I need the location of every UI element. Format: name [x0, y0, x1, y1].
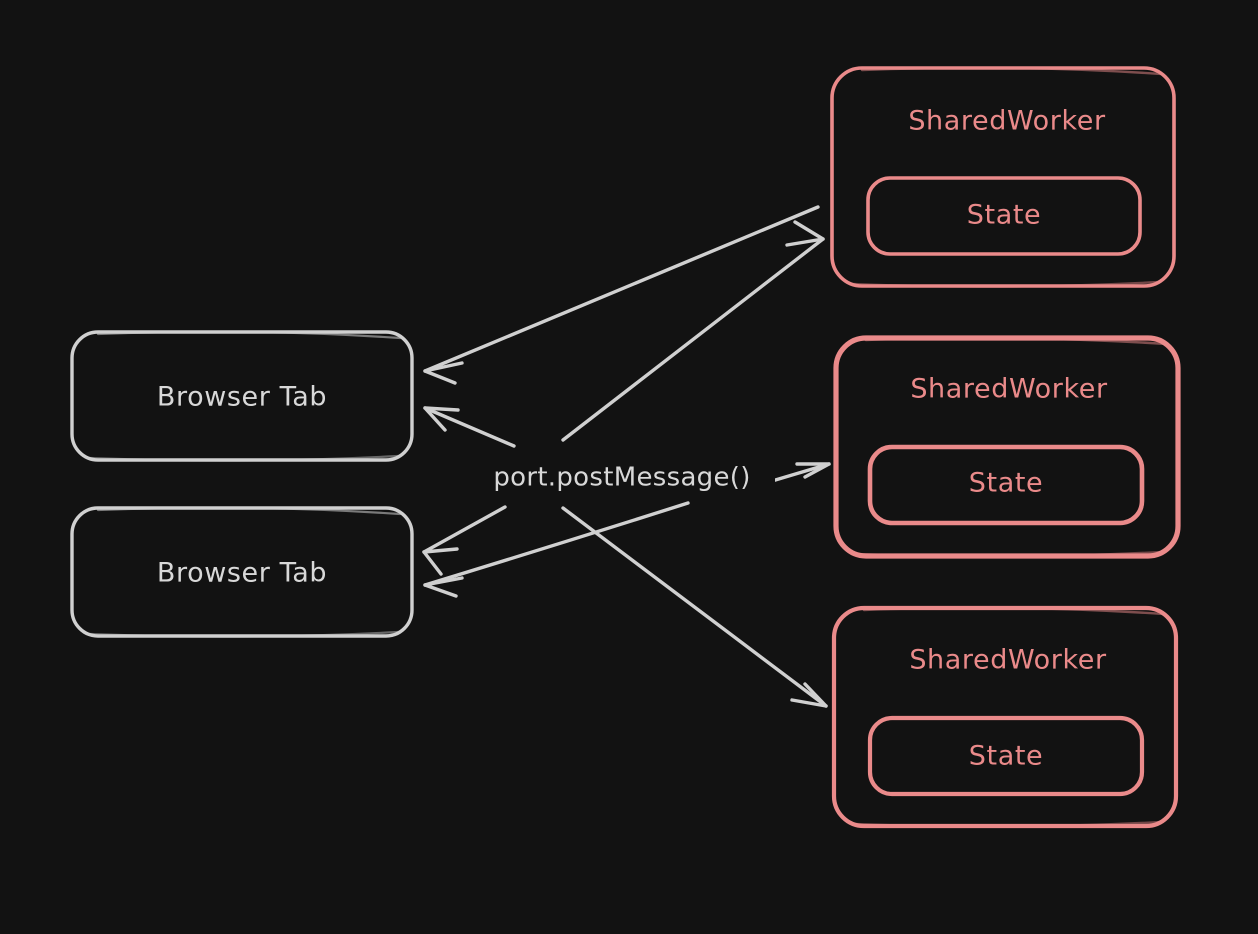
edge-label-to-tab2 [422, 505, 507, 576]
edge-tab1-to-worker1 [561, 220, 825, 442]
edge-label-to-tab1 [423, 406, 516, 448]
arrow-head-icon [423, 406, 460, 432]
sharedworker-2-state-box[interactable] [867, 444, 1145, 526]
browser-tab-1-sketch-understroke [88, 454, 400, 462]
arrow-head-icon [422, 547, 459, 576]
browser-tab-1-sketch-overstroke [96, 330, 402, 340]
sharedworker-1-sketch-understroke [850, 280, 1162, 288]
port-postmessage-label: port.postMessage() [493, 463, 750, 493]
sharedworker-2[interactable]: SharedWorker State [833, 335, 1181, 559]
edge-line [423, 406, 516, 448]
browser-tab-1-label: Browser Tab [157, 382, 327, 413]
sharedworker-3-state-box[interactable] [867, 715, 1145, 797]
sharedworker-1-label: SharedWorker [908, 106, 1106, 137]
sharedworker-3-label: SharedWorker [909, 645, 1107, 676]
sharedworker-1-state-box[interactable] [866, 176, 1142, 256]
edge-worker-to-tab2 [423, 501, 690, 598]
edge-label-to-worker2 [770, 462, 831, 483]
edge-line [770, 462, 831, 483]
edge-line [561, 237, 825, 442]
browser-tab-2[interactable]: Browser Tab [70, 506, 414, 638]
sharedworker-1-state-label: State [967, 200, 1041, 231]
arrow-head-icon [790, 682, 828, 708]
edge-line [561, 506, 828, 708]
edge-line [423, 205, 820, 373]
edge-line [423, 501, 690, 587]
sharedworker-3-sketch-overstroke [862, 606, 1166, 616]
edge-label-backdrop [470, 458, 775, 498]
edge-label-group: port.postMessage() [470, 458, 775, 498]
browser-tab-2-sketch-overstroke [96, 506, 402, 516]
sharedworker-2-label: SharedWorker [910, 374, 1108, 405]
edge-line [422, 505, 507, 554]
arrow-head-icon [423, 361, 464, 385]
browser-tab-2-label: Browser Tab [157, 558, 327, 589]
sharedworker-3-state-label: State [969, 741, 1043, 772]
sharedworker-1-sketch-overstroke [860, 66, 1164, 76]
arrow-head-icon [423, 576, 464, 598]
edge-label-to-worker3 [561, 506, 828, 708]
browser-tab-2-sketch-understroke [88, 630, 400, 638]
sharedworker-2-sketch-overstroke [864, 336, 1168, 346]
browser-tab-1[interactable]: Browser Tab [70, 330, 414, 462]
edge-worker1-to-tab1 [423, 205, 820, 385]
sharedworker-3-sketch-understroke [852, 820, 1164, 828]
sharedworker-3[interactable]: SharedWorker State [831, 605, 1179, 829]
sharedworker-1[interactable]: SharedWorker State [830, 66, 1176, 288]
sharedworker-2-sketch-understroke [854, 550, 1166, 558]
sharedworker-2-state-label: State [969, 468, 1043, 499]
edges-layer [422, 205, 831, 708]
arrow-head-icon [785, 220, 825, 247]
arrow-head-icon [795, 462, 831, 479]
